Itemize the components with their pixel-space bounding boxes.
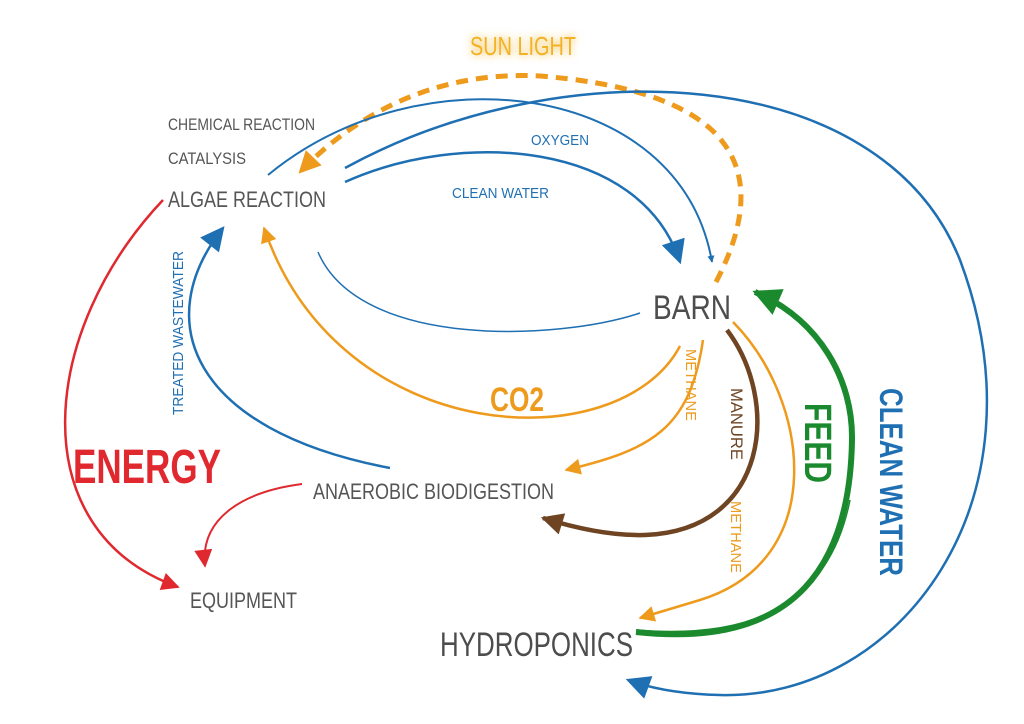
anaerobic-biodigestion-node: ANAEROBIC BIODIGESTION — [313, 479, 554, 504]
oxygen-arrow — [267, 98, 715, 263]
barn-to-algae-line — [317, 251, 641, 333]
oxygen-label: OXYGEN — [531, 132, 589, 149]
catalysis-label: CATALYSIS — [168, 149, 246, 168]
co2-arrow — [261, 226, 682, 419]
co2-label: CO2 — [490, 381, 544, 419]
sun-light-label: SUN LIGHT — [470, 31, 576, 61]
clean-water-loop-arrow — [344, 90, 988, 699]
methane-arrow-2 — [638, 321, 796, 622]
energy-label: ENERGY — [73, 441, 221, 494]
hydroponics-node: HYDROPONICS — [440, 626, 633, 664]
biodigestion-to-equipment-arrow — [194, 483, 303, 568]
feed-label: FEED — [796, 403, 838, 483]
feed-thin-line — [635, 499, 851, 633]
methane-label-1: METHANE — [682, 349, 699, 421]
clean-water-top-label: CLEAN WATER — [452, 185, 549, 202]
treated-wastewater-label: TREATED WASTEWATER — [170, 251, 187, 415]
methane-arrow-1 — [564, 339, 705, 475]
barn-node: BARN — [653, 289, 731, 327]
clean-water-top-arrow — [344, 151, 685, 265]
clean-water-right-label: CLEAN WATER — [873, 388, 909, 576]
algae-reaction-node: ALGAE REACTION — [168, 187, 326, 212]
equipment-node: EQUIPMENT — [190, 588, 297, 613]
energy-arrow — [63, 199, 180, 590]
methane-label-2: METHANE — [727, 501, 744, 573]
treated-wastewater-arrow — [187, 226, 391, 470]
feed-arrow — [635, 289, 856, 638]
chemical-reaction-label: CHEMICAL REACTION — [168, 115, 315, 134]
manure-label: MANURE — [727, 388, 746, 460]
manure-arrow — [540, 328, 760, 538]
